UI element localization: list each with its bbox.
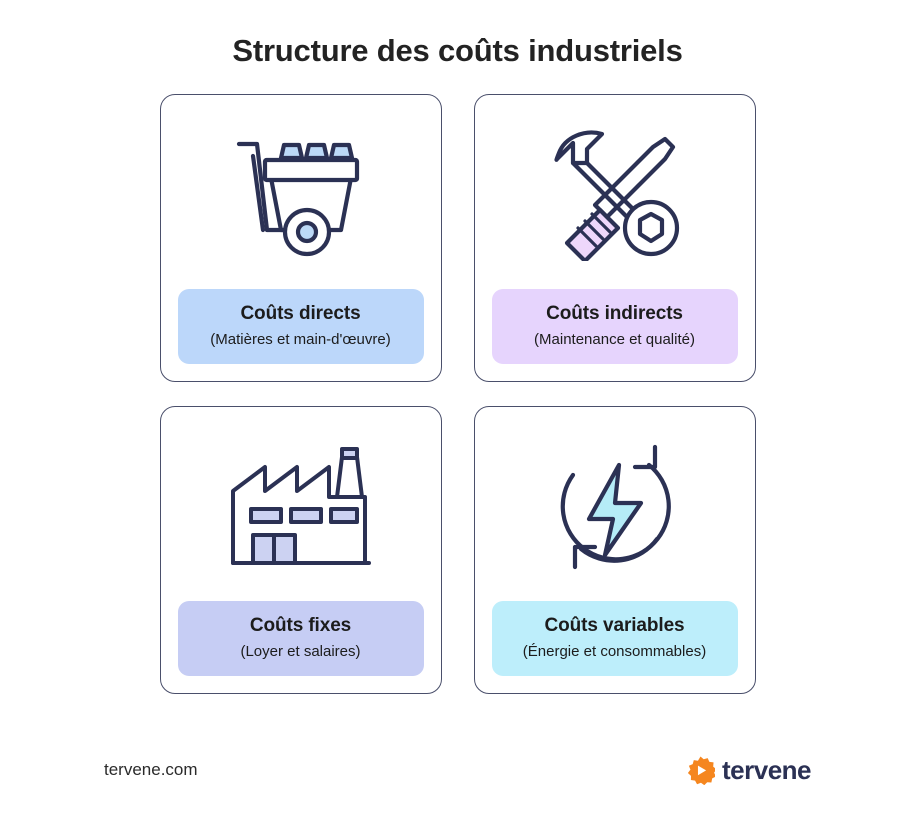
label-panel: Coûts indirects (Maintenance et qualité) <box>491 289 738 365</box>
cost-card-fixed[interactable]: Coûts fixes (Loyer et salaires) <box>159 406 442 695</box>
cost-cards-grid: Coûts directs (Matières et main-d'œuvre) <box>159 94 756 695</box>
tervene-gear-play-logo-icon <box>687 755 715 785</box>
cost-card-direct[interactable]: Coûts directs (Matières et main-d'œuvre) <box>159 94 442 383</box>
icon-area <box>485 417 745 601</box>
wheelbarrow-cart-icon <box>236 142 359 257</box>
footer: tervene.com tervene <box>0 750 915 790</box>
card-title: Coûts directs <box>240 303 361 325</box>
icon-area <box>485 105 745 289</box>
card-subtitle: (Matières et main-d'œuvre) <box>210 330 391 348</box>
card-subtitle: (Énergie et consommables) <box>522 642 707 660</box>
icon-area <box>171 105 431 289</box>
label-panel: Coûts directs (Matières et main-d'œuvre) <box>177 289 424 365</box>
label-panel: Coûts variables (Énergie et consommables… <box>491 601 738 677</box>
wrench-screwdriver-icon <box>553 130 679 262</box>
card-title: Coûts variables <box>544 615 685 637</box>
energy-cycle-icon <box>560 445 671 570</box>
footer-website-url[interactable]: tervene.com <box>104 760 198 779</box>
cost-card-variable[interactable]: Coûts variables (Énergie et consommables… <box>473 406 756 695</box>
title-section: Structure des coûts industriels <box>0 0 915 69</box>
icon-area <box>171 417 431 601</box>
card-title: Coûts fixes <box>249 615 352 637</box>
page-title: Structure des coûts industriels <box>232 33 683 68</box>
card-subtitle: (Loyer et salaires) <box>240 642 361 660</box>
cost-card-indirect[interactable]: Coûts indirects (Maintenance et qualité) <box>473 94 756 383</box>
factory-icon <box>230 447 371 566</box>
label-panel: Coûts fixes (Loyer et salaires) <box>177 601 424 677</box>
card-subtitle: (Maintenance et qualité) <box>534 330 695 348</box>
card-title: Coûts indirects <box>546 303 683 325</box>
tervene-logo[interactable]: tervene <box>686 755 812 785</box>
brand-wordmark: tervene <box>722 755 812 785</box>
